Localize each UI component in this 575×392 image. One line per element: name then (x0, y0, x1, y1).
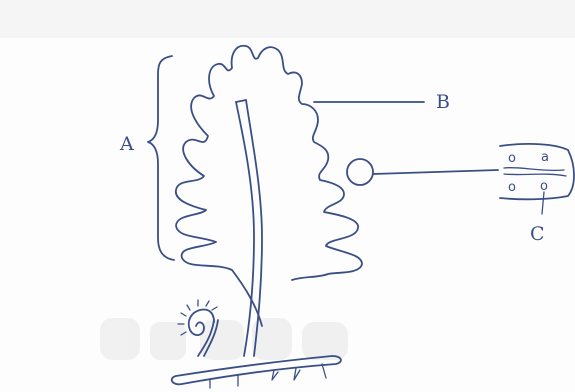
rachis-left (236, 102, 254, 356)
frond-outline (176, 46, 362, 326)
sorus-circle (347, 159, 373, 185)
sorus-glyph-top-left: o (508, 151, 516, 166)
label-c: C (530, 223, 545, 245)
bracket-a (148, 56, 174, 260)
sorus-inset: o a o o (500, 144, 574, 214)
rhizome (172, 356, 341, 384)
pointer-c-line (373, 170, 498, 174)
sorus-glyph-top-right: a (541, 150, 549, 165)
top-smudge (0, 0, 575, 38)
background-watermark (100, 318, 348, 360)
label-b: B (436, 91, 450, 113)
label-a: A (119, 133, 134, 155)
sorus-glyph-bottom-left: o (508, 180, 516, 195)
rachis-tip (236, 100, 246, 102)
